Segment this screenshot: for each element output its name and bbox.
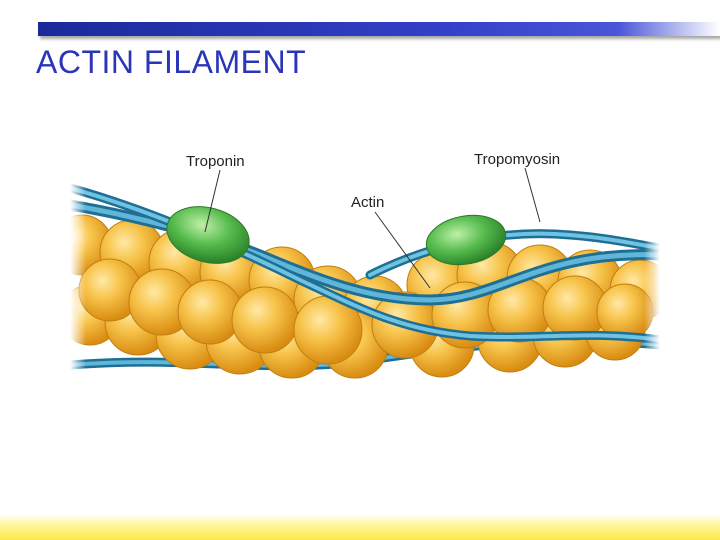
tropomyosin-label: Tropomyosin [474,151,560,168]
footer-bar [0,514,720,540]
troponin-complex-right [425,214,507,266]
actin-filament-diagram: Troponin Tropomyosin Actin [70,151,660,385]
slide-title: ACTIN FILAMENT [36,44,307,80]
troponin-complex-left [166,206,250,264]
troponin-label: Troponin [186,153,245,170]
leader-lines [204,167,541,289]
title-bar [38,22,720,36]
actin-label: Actin [351,194,384,211]
